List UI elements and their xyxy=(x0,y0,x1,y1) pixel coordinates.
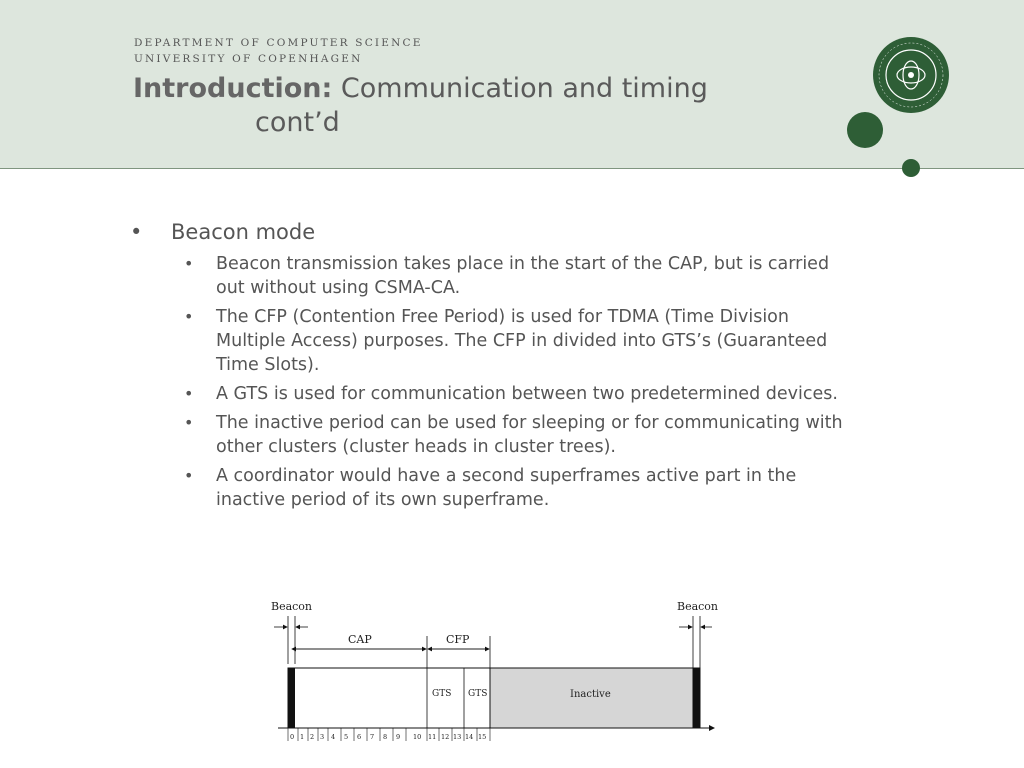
slot-number: 12 xyxy=(441,733,449,741)
cfp-label: CFP xyxy=(446,633,470,646)
title-rest: Communication and timing xyxy=(340,73,708,104)
beacon-right-block xyxy=(693,668,700,728)
slot-number: 6 xyxy=(357,733,361,741)
title-bold: Introduction: xyxy=(133,73,333,104)
gts1-label: GTS xyxy=(432,689,451,699)
superframe-diagram: Beacon CAP CFP Beacon GTS GTS Inactive 0… xyxy=(271,600,718,741)
slot-number: 10 xyxy=(413,733,421,741)
slot-number: 7 xyxy=(370,733,374,741)
university-line: UNIVERSITY OF COPENHAGEN xyxy=(134,53,363,65)
slot-number: 4 xyxy=(331,733,335,741)
slide-header: DEPARTMENT OF COMPUTER SCIENCE UNIVERSIT… xyxy=(0,0,1024,177)
bullet-icon: • xyxy=(184,466,194,485)
list-item: •A GTS is used for communication between… xyxy=(184,384,838,404)
beacon-left-block xyxy=(288,668,295,728)
list-item: •The CFP (Contention Free Period) is use… xyxy=(184,307,828,375)
slot-number: 0 xyxy=(290,733,294,741)
main-bullet-text: Beacon mode xyxy=(171,220,316,244)
cap-label: CAP xyxy=(348,633,372,646)
slot-number: 9 xyxy=(396,733,400,741)
decor-dot-small xyxy=(902,159,920,177)
university-seal-icon xyxy=(873,37,949,113)
bullet-icon: • xyxy=(130,220,143,244)
list-item: •The inactive period can be used for sle… xyxy=(184,413,843,457)
slot-number: 5 xyxy=(344,733,348,741)
slot-number: 15 xyxy=(478,733,486,741)
list-item: •A coordinator would have a second super… xyxy=(184,466,797,510)
department-label: DEPARTMENT OF COMPUTER SCIENCE UNIVERSIT… xyxy=(134,35,423,67)
slot-number: 3 xyxy=(320,733,324,741)
slide-title: Introduction: Communication and timing c… xyxy=(133,72,773,140)
beacon-left-label: Beacon xyxy=(271,600,312,613)
bullet-icon: • xyxy=(184,254,194,273)
sub-bullet-list: •Beacon transmission takes place in the … xyxy=(130,252,850,512)
slot-number: 11 xyxy=(428,733,436,741)
main-bullet: • Beacon mode xyxy=(130,218,850,246)
slot-number: 8 xyxy=(383,733,387,741)
slot-numbers: 0 1 2 3 4 5 6 7 8 9 10 11 12 13 14 15 xyxy=(290,733,486,741)
slide-body: • Beacon mode •Beacon transmission takes… xyxy=(130,218,850,517)
inactive-label: Inactive xyxy=(570,689,611,700)
decor-dot-large xyxy=(847,112,883,148)
title-line2: cont’d xyxy=(255,107,340,138)
slot-number: 2 xyxy=(310,733,314,741)
gts2-label: GTS xyxy=(468,689,487,699)
beacon-right-label: Beacon xyxy=(677,600,718,613)
list-item: •Beacon transmission takes place in the … xyxy=(184,254,830,298)
bullet-icon: • xyxy=(184,413,194,432)
slot-number: 1 xyxy=(300,733,304,741)
bullet-icon: • xyxy=(184,384,194,403)
slot-number: 13 xyxy=(453,733,461,741)
department-line: DEPARTMENT OF COMPUTER SCIENCE xyxy=(134,37,423,49)
slot-number: 14 xyxy=(465,733,473,741)
bullet-icon: • xyxy=(184,307,194,326)
